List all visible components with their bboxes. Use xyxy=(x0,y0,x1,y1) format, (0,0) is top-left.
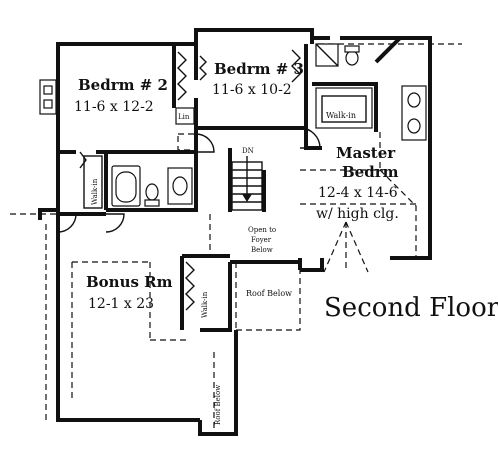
master-note: w/ high clg. xyxy=(316,206,399,222)
roof-below-label: Roof Below xyxy=(246,289,292,298)
linen-label: Lin xyxy=(178,113,190,121)
exterior-windows xyxy=(39,79,57,115)
open-to-foyer-line3: Below xyxy=(251,246,273,254)
stair-dn-label: DN xyxy=(242,147,254,155)
exterior-walls xyxy=(38,28,432,436)
dashed-outlines xyxy=(10,43,462,434)
floor-title: Second Floor xyxy=(324,293,498,323)
open-to-foyer-line2: Foyer xyxy=(251,236,272,244)
stair xyxy=(231,156,263,211)
hall-walk-in-closet xyxy=(83,155,103,209)
bedroom3-name: Bedrm # 3 xyxy=(214,60,304,78)
linen-closet xyxy=(175,107,197,151)
stair-arrow-head xyxy=(242,194,252,202)
door-swings xyxy=(57,127,321,233)
bathroom-fixtures xyxy=(111,43,427,207)
master-name-line1: Master xyxy=(336,144,396,162)
bedroom2-name: Bedrm # 2 xyxy=(78,76,168,94)
bonus-walk-in-label: Walk-in xyxy=(201,291,209,318)
bedroom2-dims: 11-6 x 12-2 xyxy=(74,99,154,115)
bonus-name: Bonus Rm xyxy=(86,273,173,291)
master-walk-in-label: Walk-in xyxy=(326,111,356,120)
hall-walk-in-label: Walk-in xyxy=(91,178,99,205)
bedroom3-dims: 11-6 x 10-2 xyxy=(212,82,292,98)
closet-doors xyxy=(79,49,301,311)
master-name-line2: Bedrm xyxy=(342,163,399,181)
bonus-dims: 12-1 x 23 xyxy=(88,296,154,312)
master-walk-in-closet xyxy=(315,87,373,129)
open-to-foyer-line1: Open to xyxy=(248,226,276,234)
roof-below-vertical-label: Roof Below xyxy=(214,385,222,425)
master-dims: 12-4 x 14-6 xyxy=(318,185,398,201)
